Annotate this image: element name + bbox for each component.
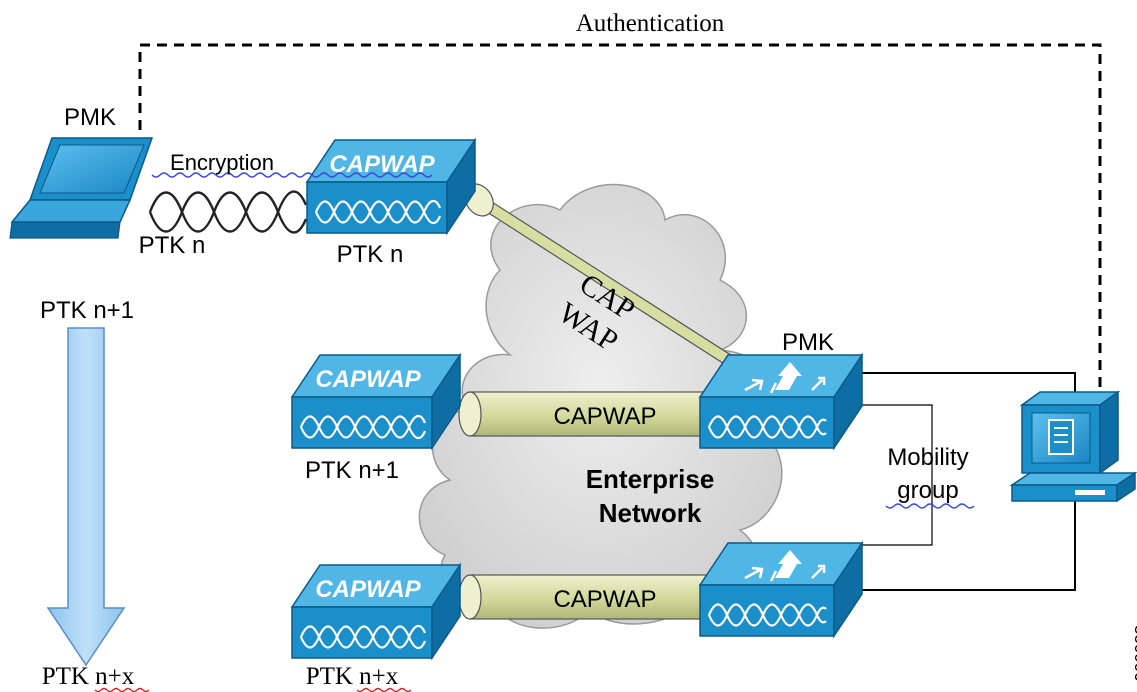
wlan-controller-icon	[698, 540, 864, 639]
pmk-client-label: PMK	[64, 104, 116, 131]
mobility-group-label-line2: group	[897, 477, 958, 504]
ptk-arrow-top-label: PTK n+1	[40, 297, 134, 324]
ptk-ap1-label: PTK n	[337, 241, 404, 268]
access-point-icon	[305, 137, 477, 236]
ap1-label: CAPWAP	[329, 151, 435, 178]
access-point-icon	[290, 352, 462, 451]
authentication-label: Authentication	[576, 10, 725, 37]
ptk-client-label: PTK n	[139, 232, 206, 259]
enterprise-network-label-line2: Network	[599, 498, 702, 528]
pmk-controller-label: PMK	[782, 329, 834, 356]
tunnel-bottom	[458, 574, 711, 620]
laptop-icon	[9, 137, 154, 239]
mobility-group-label-line1: Mobility	[887, 444, 968, 471]
authentication-server-icon	[1009, 390, 1137, 503]
encryption-waves	[148, 190, 308, 234]
ptk-ap2-label: PTK n+1	[305, 457, 399, 484]
access-point-icon	[290, 562, 462, 661]
tunnel-middle-label: CAPWAP	[553, 403, 656, 430]
ap2-label: CAPWAP	[315, 366, 421, 393]
ap3-label: CAPWAP	[315, 576, 421, 603]
encryption-label: Encryption	[170, 150, 274, 175]
authentication-path	[138, 43, 1102, 395]
wlan-controller-icon	[698, 352, 864, 451]
figure-id: 350990	[1131, 625, 1137, 682]
ptk-arrow-bottom-label: PTK n+x	[42, 663, 135, 690]
tunnel-bottom-label: CAPWAP	[553, 586, 656, 613]
down-arrow-icon	[46, 327, 126, 667]
enterprise-network-label-line1: Enterprise	[586, 464, 715, 494]
ptk-ap3-label: PTK n+x	[306, 663, 399, 690]
